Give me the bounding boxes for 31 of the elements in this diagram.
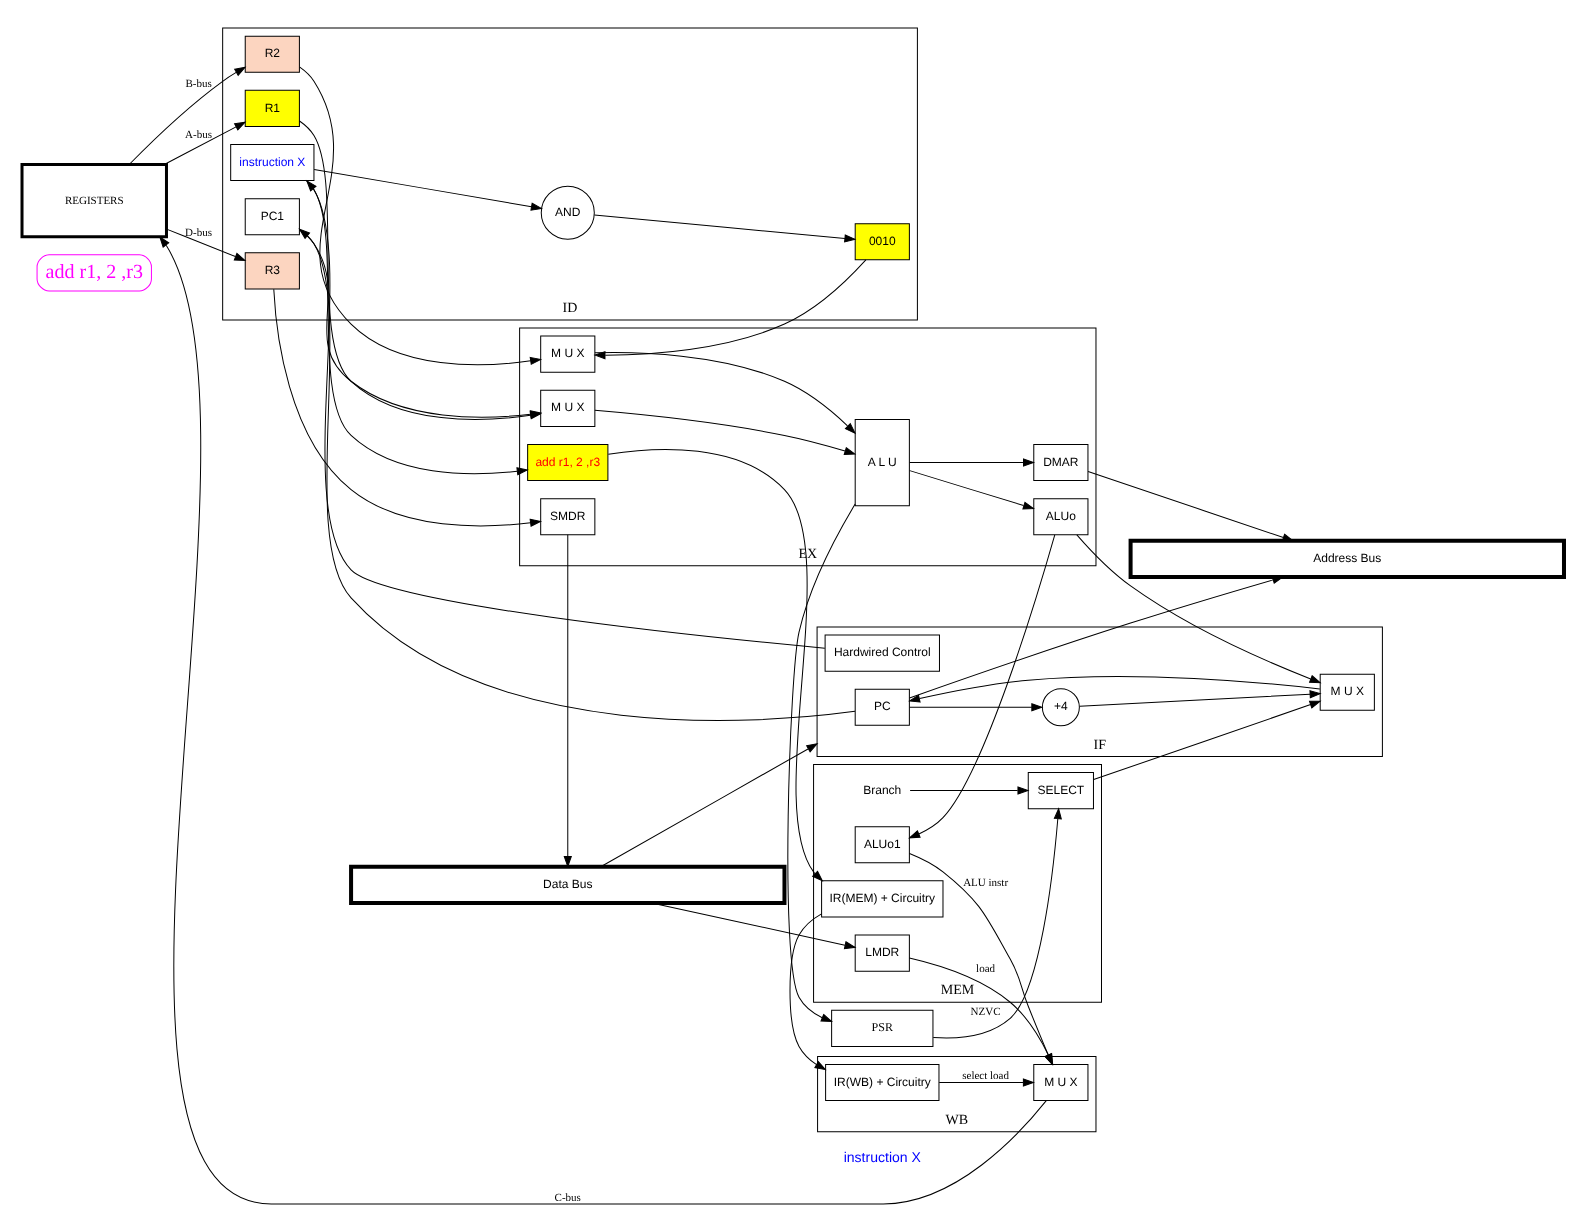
arrow — [1075, 534, 1320, 684]
node-box: add r1, 2 ,r3 — [35, 254, 151, 292]
arrow — [1078, 690, 1320, 707]
arrow — [127, 66, 245, 165]
arrow — [593, 409, 855, 455]
arrow — [312, 169, 541, 211]
arrow — [592, 214, 855, 243]
arrow — [908, 534, 1055, 839]
arrow — [593, 352, 855, 434]
arrow — [1092, 700, 1320, 781]
arrow — [165, 228, 245, 261]
arrow — [162, 121, 245, 165]
arrow — [606, 449, 822, 882]
arrow — [158, 236, 1046, 1205]
arrow — [908, 703, 1042, 712]
arrow — [908, 676, 1320, 703]
arrow — [908, 786, 1028, 795]
arrow — [908, 575, 1283, 699]
arrow — [788, 913, 825, 1071]
arrow — [599, 743, 817, 868]
arrow — [937, 1078, 1033, 1087]
arrow — [786, 503, 855, 1023]
arrow — [1086, 470, 1293, 542]
arrow — [908, 470, 1034, 510]
arrow — [650, 902, 855, 950]
arrow — [931, 808, 1061, 1039]
arrow — [593, 259, 866, 360]
arrow — [908, 458, 1034, 467]
arrow — [562, 534, 571, 868]
arrow — [298, 66, 541, 366]
arrow — [298, 228, 855, 721]
